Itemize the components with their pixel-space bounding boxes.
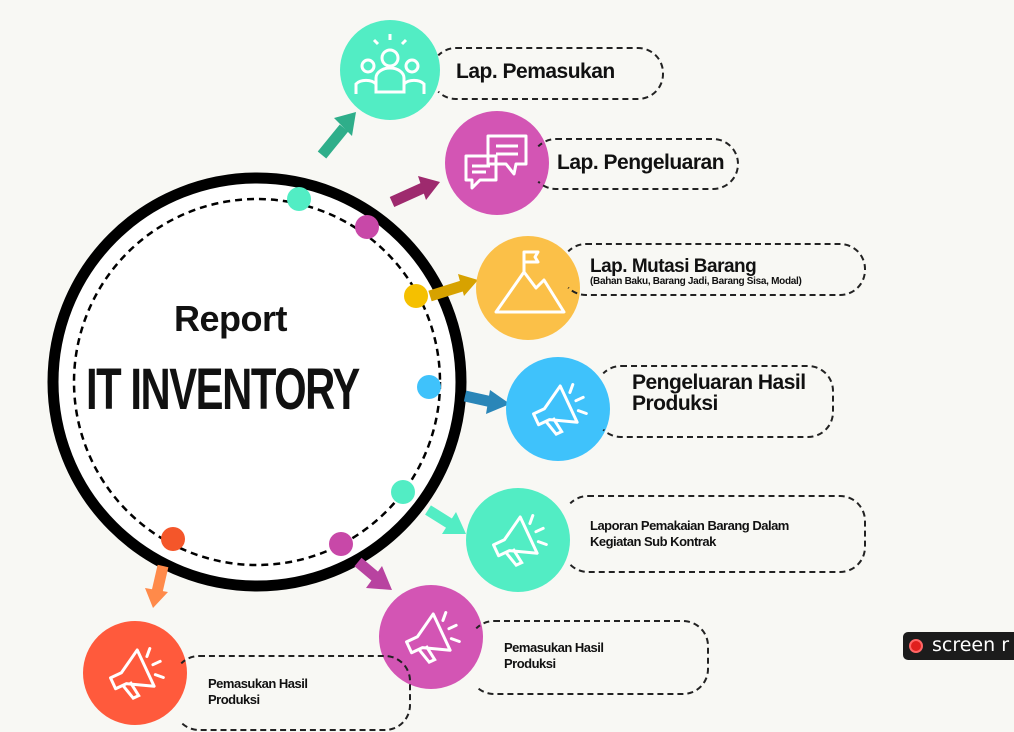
item-label-3: Lap. Mutasi Barang xyxy=(590,256,757,277)
arrow-1 xyxy=(317,124,349,159)
label-box-5 xyxy=(562,495,866,573)
arrow-6 xyxy=(354,557,381,583)
center-title: IT INVENTORY xyxy=(86,357,360,422)
dot-7 xyxy=(161,527,185,551)
label-box-6 xyxy=(468,620,709,695)
label-box-3 xyxy=(560,243,866,296)
record-icon xyxy=(909,639,923,653)
dot-3 xyxy=(404,284,428,308)
megaphone-icon-7 xyxy=(83,621,187,725)
chat-bubbles-icon xyxy=(445,111,549,215)
dot-1 xyxy=(287,187,311,211)
dot-4 xyxy=(417,375,441,399)
arrow-3 xyxy=(428,280,464,302)
arrow-2 xyxy=(389,182,426,208)
megaphone-icon-5 xyxy=(466,488,570,592)
item-label-4: Pengeluaran Hasil Produksi xyxy=(632,371,806,415)
label-box-2 xyxy=(530,138,739,190)
arrow-7 xyxy=(151,564,169,594)
mountain-flag-icon xyxy=(476,236,580,340)
dot-6 xyxy=(329,532,353,556)
item-label-7: Pemasukan Hasil Produksi xyxy=(208,676,308,707)
item-label-6: Pemasukan Hasil Produksi xyxy=(504,640,604,671)
item-sub-3: (Bahan Baku, Barang Jadi, Barang Sisa, M… xyxy=(590,276,802,287)
label-box-1 xyxy=(430,47,664,100)
item-label-2: Lap. Pengeluaran xyxy=(557,151,725,174)
dot-2 xyxy=(355,215,379,239)
center-subtitle: Report xyxy=(174,298,288,339)
arrow-4 xyxy=(463,390,494,408)
screen-recorder-badge[interactable]: screen r xyxy=(903,632,1014,660)
label-box-7 xyxy=(173,655,411,731)
megaphone-icon-6 xyxy=(379,585,483,689)
megaphone-icon-4 xyxy=(506,357,610,461)
outer-ring xyxy=(47,172,467,592)
item-label-1: Lap. Pemasukan xyxy=(456,60,615,83)
label-box-4 xyxy=(595,365,834,438)
dot-5 xyxy=(391,480,415,504)
arrow-5 xyxy=(425,505,455,530)
recorder-label: screen r xyxy=(932,634,1010,656)
people-icon xyxy=(340,20,440,120)
inner-dashed-ring xyxy=(72,197,442,567)
item-label-5: Laporan Pemakaian Barang Dalam Kegiatan … xyxy=(590,518,789,549)
